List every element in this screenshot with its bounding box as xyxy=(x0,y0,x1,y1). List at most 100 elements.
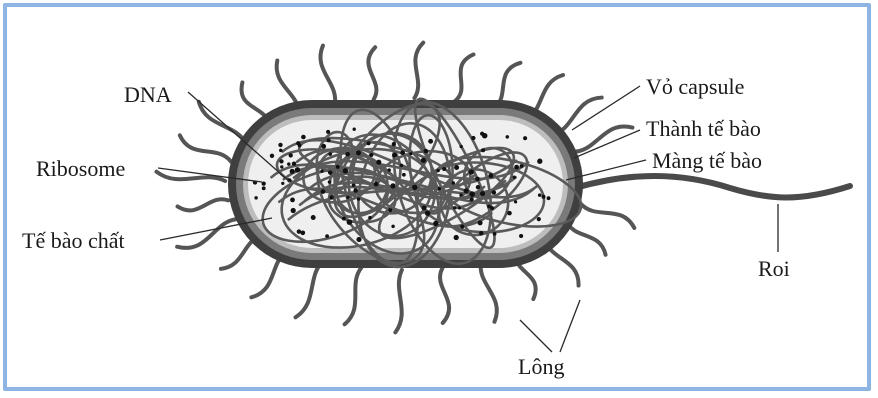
ribosome xyxy=(479,231,483,235)
ribosome xyxy=(347,219,353,225)
ribosome xyxy=(481,148,485,152)
ribosome xyxy=(353,128,356,131)
ribosome xyxy=(424,149,429,154)
ribosome xyxy=(453,206,456,209)
ribosome xyxy=(287,162,290,165)
ribosome xyxy=(460,225,464,229)
ribosome xyxy=(292,161,296,165)
ribosome xyxy=(487,205,491,209)
ribosome xyxy=(311,215,316,220)
ribosome xyxy=(507,211,512,216)
ribosome xyxy=(262,181,266,185)
ribosome xyxy=(279,159,283,163)
ribosome xyxy=(388,208,392,212)
ribosome xyxy=(298,143,302,147)
ribosome xyxy=(400,164,403,167)
pilus xyxy=(368,47,376,99)
ribosome xyxy=(480,191,485,196)
label-capsule: Vỏ capsule xyxy=(646,74,744,99)
pilus xyxy=(481,262,497,322)
ribosome xyxy=(297,229,301,233)
ribosome xyxy=(392,142,396,146)
ribosome xyxy=(460,145,463,148)
ribosome xyxy=(475,177,480,182)
ribosome xyxy=(328,170,332,174)
ribosome xyxy=(459,193,462,196)
label-flagellum: Roi xyxy=(758,256,790,281)
pilus xyxy=(296,261,324,318)
flagellum xyxy=(575,176,850,198)
ribosome xyxy=(374,182,379,187)
ribosome xyxy=(542,195,546,199)
ribosome xyxy=(513,176,516,179)
ribosome xyxy=(547,196,551,200)
pilus xyxy=(580,203,634,228)
pilus xyxy=(180,135,231,161)
ribosome xyxy=(452,181,455,184)
pilus xyxy=(320,46,335,105)
ribosome xyxy=(538,193,542,197)
pilus xyxy=(345,267,362,324)
ribosome xyxy=(478,220,483,225)
ribosome xyxy=(281,182,284,185)
label-cell-membrane: Màng tế bào xyxy=(652,148,762,173)
ribosome xyxy=(295,167,300,172)
ribosome xyxy=(290,198,295,203)
ribosome xyxy=(469,191,475,197)
ribosome xyxy=(491,190,496,195)
label-ribosome: Ribosome xyxy=(36,156,125,181)
ribosome xyxy=(369,153,373,157)
pilus xyxy=(455,54,474,101)
ribosome xyxy=(425,211,430,216)
ribosome xyxy=(422,205,427,210)
pilus xyxy=(572,126,633,151)
ribosome xyxy=(438,187,441,190)
pilus xyxy=(156,172,225,181)
ribosome xyxy=(476,185,480,189)
ribosome xyxy=(469,169,474,174)
ribosome xyxy=(254,196,257,199)
ribosome xyxy=(352,184,355,187)
ribosome xyxy=(514,200,517,203)
ribosome xyxy=(376,160,381,165)
leader-pili-1 xyxy=(520,320,552,352)
ribosome xyxy=(368,216,372,220)
ribosome xyxy=(392,153,397,158)
label-pili: Lông xyxy=(518,354,564,379)
ribosome xyxy=(327,138,331,142)
ribosome xyxy=(390,183,395,188)
ribosome xyxy=(270,154,274,158)
ribosome xyxy=(353,188,358,193)
ribosome xyxy=(301,135,306,140)
ribosome xyxy=(328,152,332,156)
ribosome xyxy=(400,150,405,155)
ribosome xyxy=(343,168,348,173)
pilus xyxy=(440,268,449,323)
ribosome xyxy=(320,170,323,173)
ribosome xyxy=(537,159,542,164)
ribosome xyxy=(262,186,266,190)
ribosome xyxy=(290,169,295,174)
ribosome xyxy=(321,189,326,194)
ribosome xyxy=(471,136,475,140)
ribosome xyxy=(357,197,360,200)
ribosome xyxy=(520,164,524,168)
pilus xyxy=(567,222,606,255)
ribosome xyxy=(345,152,349,156)
ribosome xyxy=(356,237,361,242)
ribosome xyxy=(342,216,346,220)
label-cytoplasm: Tế bào chất xyxy=(22,228,125,253)
ribosome xyxy=(300,230,305,235)
ribosome xyxy=(458,206,461,209)
ribosome xyxy=(470,197,474,201)
ribosome xyxy=(279,149,283,153)
ribosome xyxy=(519,234,523,238)
ribosome xyxy=(482,133,488,139)
ribosome xyxy=(436,169,439,172)
ribosome xyxy=(326,130,330,134)
label-cell-wall: Thành tế bào xyxy=(646,116,761,141)
ribosome xyxy=(356,150,361,155)
ribosome xyxy=(289,153,293,157)
